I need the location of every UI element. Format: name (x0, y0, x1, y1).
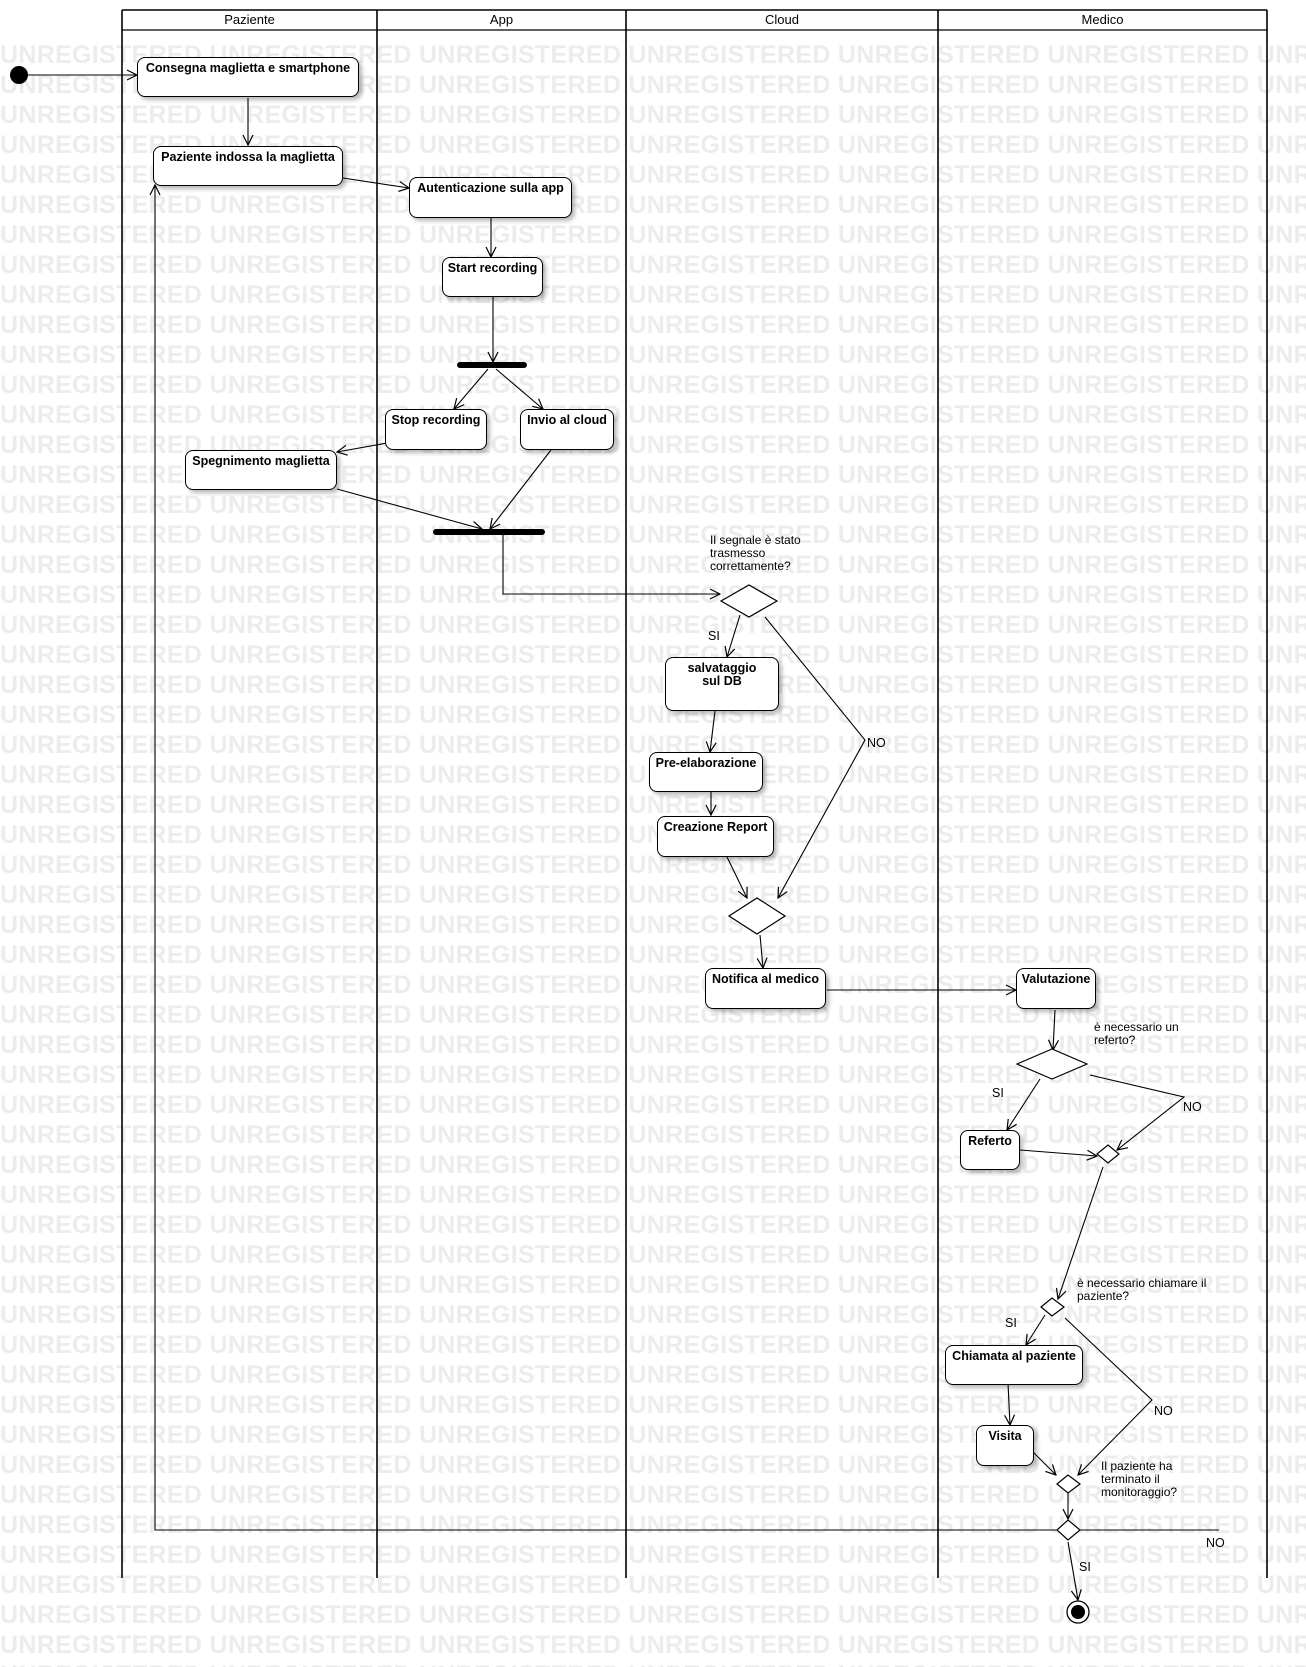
edge-decision-salvataggio (727, 614, 741, 657)
edge-decision2-merge2-no (1089, 1074, 1186, 1150)
guard-si-segnale: SI (708, 629, 720, 643)
edge-stop-spegnimento (337, 442, 388, 452)
guard-no-segnale: NO (867, 736, 886, 750)
edge-visita-merge3 (1032, 1451, 1056, 1475)
action-pre-elaborazione[interactable]: Pre-elaborazione (649, 752, 763, 792)
note-referto: è necessario un referto? (1094, 1020, 1179, 1047)
decision-segnale (719, 584, 779, 618)
edge-spegnimento-join (336, 488, 482, 529)
action-autenticazione[interactable]: Autenticazione sulla app (409, 177, 572, 218)
action-valutazione[interactable]: Valutazione (1016, 968, 1096, 1009)
fork-bar (457, 362, 527, 368)
edge-salvataggio-pre (710, 710, 715, 752)
guard-no-chiamare: NO (1154, 1404, 1173, 1418)
action-indossa[interactable]: Paziente indossa la maglietta (153, 146, 343, 186)
edge-merge-notifica (760, 934, 763, 968)
action-salvataggio[interactable]: salvataggio sul DB (665, 657, 779, 711)
note-terminato: Il paziente ha terminato il monitoraggio… (1101, 1459, 1178, 1499)
edge-decision3-chiamata (1026, 1314, 1046, 1345)
action-visita[interactable]: Visita (976, 1425, 1034, 1466)
guard-no-terminato: NO (1206, 1536, 1225, 1550)
note-chiamare: è necessario chiamare il paziente? (1077, 1276, 1207, 1303)
guard-no-referto: NO (1183, 1100, 1202, 1114)
edge-invio-join (490, 449, 552, 529)
action-notifica-medico[interactable]: Notifica al medico (705, 968, 826, 1009)
guard-si-terminato: SI (1079, 1560, 1091, 1574)
lane-header-medico: Medico (1081, 12, 1124, 27)
edge-decision2-referto (1007, 1078, 1041, 1130)
decision-referto (1015, 1048, 1089, 1080)
action-invio-cloud[interactable]: Invio al cloud (520, 409, 614, 450)
join-bar (433, 529, 545, 535)
action-stop-recording[interactable]: Stop recording (385, 409, 487, 450)
action-creazione-report[interactable]: Creazione Report (657, 816, 774, 857)
merge-notifica (727, 897, 787, 935)
decision-terminato (1056, 1519, 1081, 1541)
edge-loop-back (155, 185, 1219, 1531)
edge-fork-invio (495, 368, 543, 409)
action-start-recording[interactable]: Start recording (442, 257, 543, 297)
swimlane-frame (121, 9, 1268, 1578)
edge-decision4-end (1067, 1541, 1078, 1600)
edge-join-decision (502, 535, 720, 594)
edge-decision3-merge3-no (1064, 1317, 1153, 1475)
edge-creazione-merge (726, 856, 747, 898)
action-consegna[interactable]: Consegna maglietta e smartphone (137, 57, 359, 97)
decision-chiamare (1040, 1297, 1065, 1317)
action-spegnimento[interactable]: Spegnimento maglietta (185, 450, 337, 490)
merge-referto (1096, 1144, 1120, 1164)
action-chiamata-paziente[interactable]: Chiamata al paziente (945, 1345, 1083, 1385)
edge-indossa-autenticazione (342, 177, 409, 188)
edge-merge2-decision3 (1058, 1166, 1104, 1299)
guard-si-chiamare: SI (1005, 1316, 1017, 1330)
guard-si-referto: SI (992, 1086, 1004, 1100)
lane-header-app: App (489, 12, 514, 27)
edge-decision-merge-no (764, 616, 866, 898)
edge-valutazione-decision2 (1053, 1009, 1055, 1050)
action-referto[interactable]: Referto (960, 1130, 1020, 1170)
merge-chiamare (1056, 1474, 1081, 1494)
initial-node (10, 66, 28, 84)
edge-referto-merge2 (1019, 1149, 1097, 1156)
final-node-inner (1071, 1605, 1085, 1619)
edge-fork-stop (454, 368, 489, 409)
note-segnale: Il segnale è stato trasmesso correttamen… (710, 533, 801, 573)
lane-header-cloud: Cloud (765, 12, 799, 27)
edge-chiamata-visita (1008, 1382, 1010, 1425)
lane-header-paziente: Paziente (224, 12, 275, 27)
